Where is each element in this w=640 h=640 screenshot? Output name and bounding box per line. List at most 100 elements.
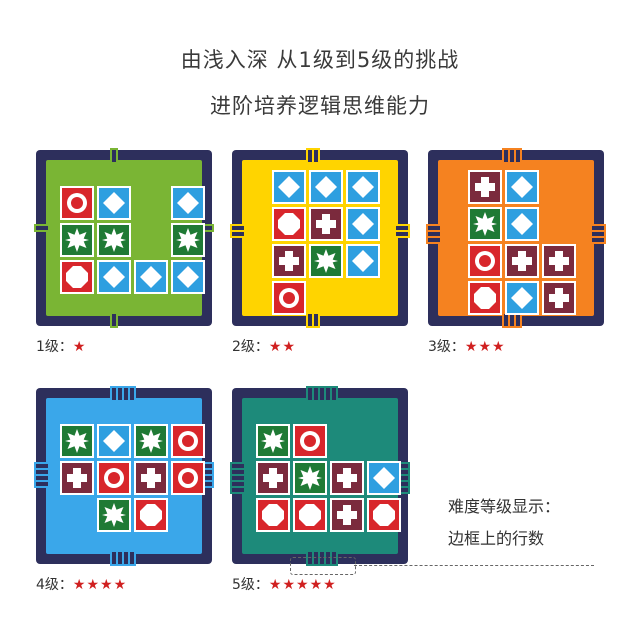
headline-title: 由浅入深 从1级到5级的挑战 <box>180 48 460 72</box>
border-level-bar <box>230 486 246 494</box>
border-level-bar <box>34 224 50 232</box>
dashed-pointer-line <box>354 565 594 566</box>
green-star-tile <box>97 498 131 532</box>
border-level-bar <box>394 230 410 238</box>
card-level-1 <box>34 148 214 328</box>
red-octagon-tile <box>60 260 94 294</box>
border-level-bar <box>394 468 410 476</box>
card-level-4 <box>34 386 214 566</box>
border-level-bar <box>306 148 314 164</box>
level-caption: 2级：★★ <box>232 336 296 356</box>
star-icon <box>65 228 89 252</box>
note-line-2: 边框上的行数 <box>448 529 545 548</box>
circle-icon <box>279 288 299 308</box>
headline-subtitle: 进阶培养逻辑思维能力 <box>210 94 430 118</box>
difficulty-stars: ★★★★★ <box>268 577 337 593</box>
border-level-bar <box>318 550 326 566</box>
red-circle-tile <box>60 186 94 220</box>
diamond-icon <box>352 250 374 272</box>
empty-slot <box>60 498 94 532</box>
maroon-cross-tile <box>134 461 168 495</box>
diamond-icon <box>177 192 199 214</box>
green-star-tile <box>97 223 131 257</box>
green-star-tile <box>256 424 290 458</box>
border-level-bar <box>306 312 314 328</box>
cross-icon <box>512 251 532 271</box>
maroon-cross-tile <box>542 244 576 278</box>
circle-icon <box>300 431 320 451</box>
border-level-bar <box>34 474 50 482</box>
diamond-icon <box>103 430 125 452</box>
blue-diamond-tile <box>171 260 205 294</box>
green-star-tile <box>60 223 94 257</box>
empty-slot <box>367 424 401 458</box>
blue-diamond-tile <box>346 207 380 241</box>
blue-diamond-tile <box>97 260 131 294</box>
border-level-bar <box>324 386 332 402</box>
red-circle-tile <box>293 424 327 458</box>
maroon-cross-tile <box>330 461 364 495</box>
blue-diamond-tile <box>346 244 380 278</box>
border-level-bar <box>426 236 442 244</box>
border-level-bar <box>230 480 246 488</box>
border-level-bar <box>590 230 606 238</box>
empty-slot <box>134 223 168 257</box>
diamond-icon <box>140 266 162 288</box>
blue-diamond-tile <box>272 170 306 204</box>
octagon-icon <box>262 504 284 526</box>
diamond-icon <box>511 213 533 235</box>
tile-grid <box>272 170 380 315</box>
diamond-icon <box>103 192 125 214</box>
border-level-bar <box>312 386 320 402</box>
level-label: 1级： <box>36 339 73 355</box>
blue-diamond-tile <box>97 186 131 220</box>
tile-grid <box>256 424 401 532</box>
diamond-icon <box>278 176 300 198</box>
border-level-bar <box>198 462 214 470</box>
diamond-icon <box>352 176 374 198</box>
border-level-bar <box>312 148 320 164</box>
octagon-icon <box>140 504 162 526</box>
border-level-bar <box>514 148 522 164</box>
maroon-cross-tile <box>505 244 539 278</box>
empty-slot <box>134 186 168 220</box>
level-label: 4级： <box>36 577 73 593</box>
diamond-icon <box>315 176 337 198</box>
border-level-bar <box>330 550 338 566</box>
maroon-cross-tile <box>468 170 502 204</box>
level-caption: 1级：★ <box>36 336 86 356</box>
difficulty-stars: ★★ <box>268 339 297 355</box>
green-star-tile <box>309 244 343 278</box>
cross-icon <box>475 177 495 197</box>
level-label: 3级： <box>428 339 465 355</box>
star-icon <box>65 429 89 453</box>
diamond-icon <box>352 213 374 235</box>
star-icon <box>261 429 285 453</box>
red-circle-tile <box>97 461 131 495</box>
green-star-tile <box>171 223 205 257</box>
diamond-icon <box>103 266 125 288</box>
green-star-tile <box>468 207 502 241</box>
maroon-cross-tile <box>256 461 290 495</box>
blue-diamond-tile <box>346 170 380 204</box>
card-level-2 <box>230 148 410 328</box>
empty-slot <box>346 281 380 315</box>
border-level-bar <box>110 550 118 566</box>
border-level-bar <box>394 474 410 482</box>
border-level-bar <box>198 474 214 482</box>
difficulty-stars: ★★★★ <box>72 577 128 593</box>
green-star-tile <box>60 424 94 458</box>
border-level-bar <box>508 312 516 328</box>
red-circle-tile <box>468 244 502 278</box>
blue-diamond-tile <box>134 260 168 294</box>
border-level-bar <box>128 550 136 566</box>
tile-grid <box>60 186 205 294</box>
border-level-bar <box>502 312 510 328</box>
card-level-3 <box>426 148 606 328</box>
red-octagon-tile <box>367 498 401 532</box>
octagon-icon <box>66 266 88 288</box>
cross-icon <box>67 468 87 488</box>
cross-icon <box>316 214 336 234</box>
circle-icon <box>178 431 198 451</box>
blue-diamond-tile <box>505 170 539 204</box>
